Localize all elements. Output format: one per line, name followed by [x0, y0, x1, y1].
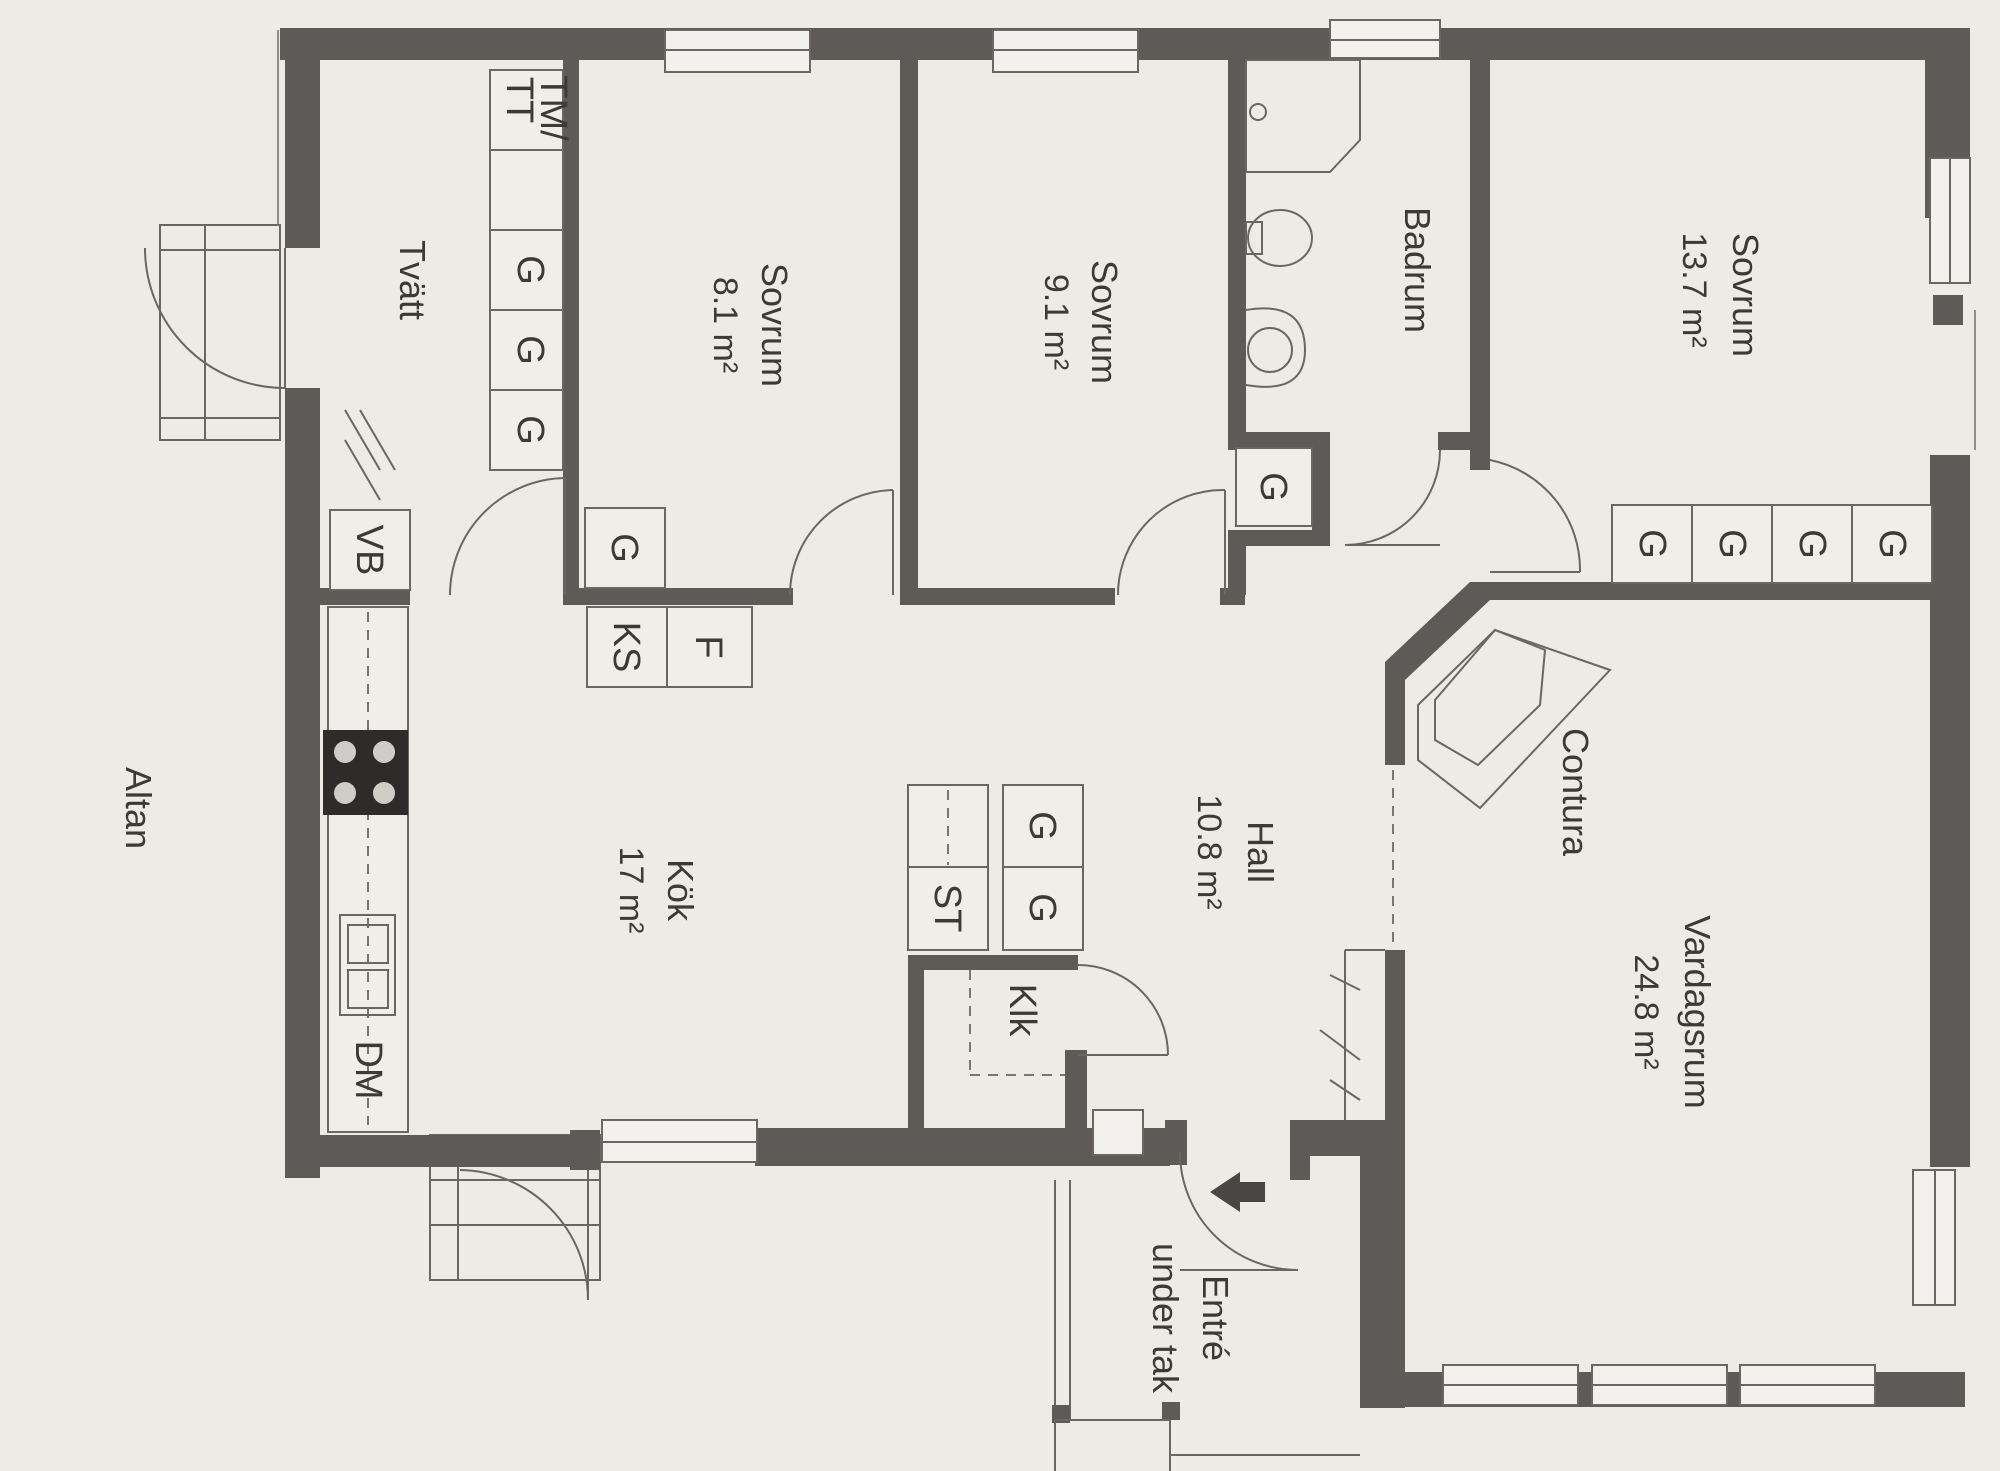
- stove-icon: [323, 730, 408, 815]
- room-label-kok: Kök: [660, 859, 701, 922]
- kitchen-counter: [323, 606, 409, 1133]
- wardrobe-g-sovrum-3-2: G: [1711, 529, 1753, 559]
- laundry-entrance-steps: [159, 224, 281, 441]
- wardrobe-g-hall-2: G: [1021, 893, 1063, 923]
- wardrobes: [584, 447, 1933, 951]
- label-tm: TM/: [532, 75, 574, 141]
- wardrobe-g-tvatt-2: G: [509, 335, 551, 365]
- wardrobe-g-badrum: G: [1252, 472, 1294, 502]
- room-area-vardagsrum: 24.8 m²: [1627, 954, 1665, 1069]
- wardrobe-g-sovrum-1: G: [603, 533, 645, 563]
- area-label-altan: Altan: [118, 767, 159, 849]
- windows: [601, 19, 1971, 1406]
- label-vb: VB: [348, 525, 390, 576]
- fireplace-icon: [1417, 628, 1612, 810]
- room-label-vardagsrum: Vardagsrum: [1677, 915, 1718, 1108]
- entrance-arrow-icon: [1210, 1172, 1265, 1212]
- room-area-sovrum-2: 9.1 m²: [1037, 274, 1075, 370]
- room-area-kok: 17 m²: [612, 847, 650, 934]
- room-label-sovrum-2: Sovrum: [1084, 260, 1125, 384]
- wardrobe-g-hall-1: G: [1021, 811, 1063, 841]
- label-klk: Klk: [1001, 984, 1043, 1038]
- room-label-badrum: Badrum: [1397, 207, 1438, 333]
- wardrobe-g-sovrum-3-4: G: [1871, 529, 1913, 559]
- room-area-sovrum-3: 13.7 m²: [1675, 232, 1713, 347]
- room-label-tvatt: Tvätt: [392, 240, 433, 320]
- room-label-entre: Entré: [1195, 1275, 1236, 1361]
- room-label-hall: Hall: [1240, 821, 1281, 883]
- label-st: ST: [926, 884, 968, 933]
- room-label-entre-under-tak: under tak: [1145, 1243, 1186, 1394]
- label-dm: DM: [347, 1040, 389, 1099]
- wardrobe-g-tvatt-1: G: [509, 255, 551, 285]
- wardrobe-g-tvatt-3: G: [509, 415, 551, 445]
- doors: [144, 247, 1582, 1301]
- label-contura: Contura: [1555, 728, 1596, 857]
- room-label-sovrum-3: Sovrum: [1725, 233, 1766, 357]
- hall-wardrobe-lines: [1319, 770, 1394, 1120]
- label-tt: TT: [498, 77, 540, 123]
- label-f: F: [687, 635, 729, 658]
- wardrobe-g-sovrum-3-3: G: [1791, 529, 1833, 559]
- sink-icon: [339, 914, 396, 1016]
- laundry-units: [329, 69, 564, 591]
- wardrobe-g-sovrum-3-1: G: [1631, 529, 1673, 559]
- room-area-hall: 10.8 m²: [1190, 794, 1228, 909]
- porch-posts: [1052, 1180, 1360, 1471]
- interior-walls: [320, 55, 1930, 1180]
- room-label-sovrum-1: Sovrum: [754, 263, 795, 387]
- bathroom-fixtures: [1245, 59, 1361, 388]
- room-area-sovrum-1: 8.1 m²: [706, 277, 744, 373]
- label-ks: KS: [605, 622, 647, 673]
